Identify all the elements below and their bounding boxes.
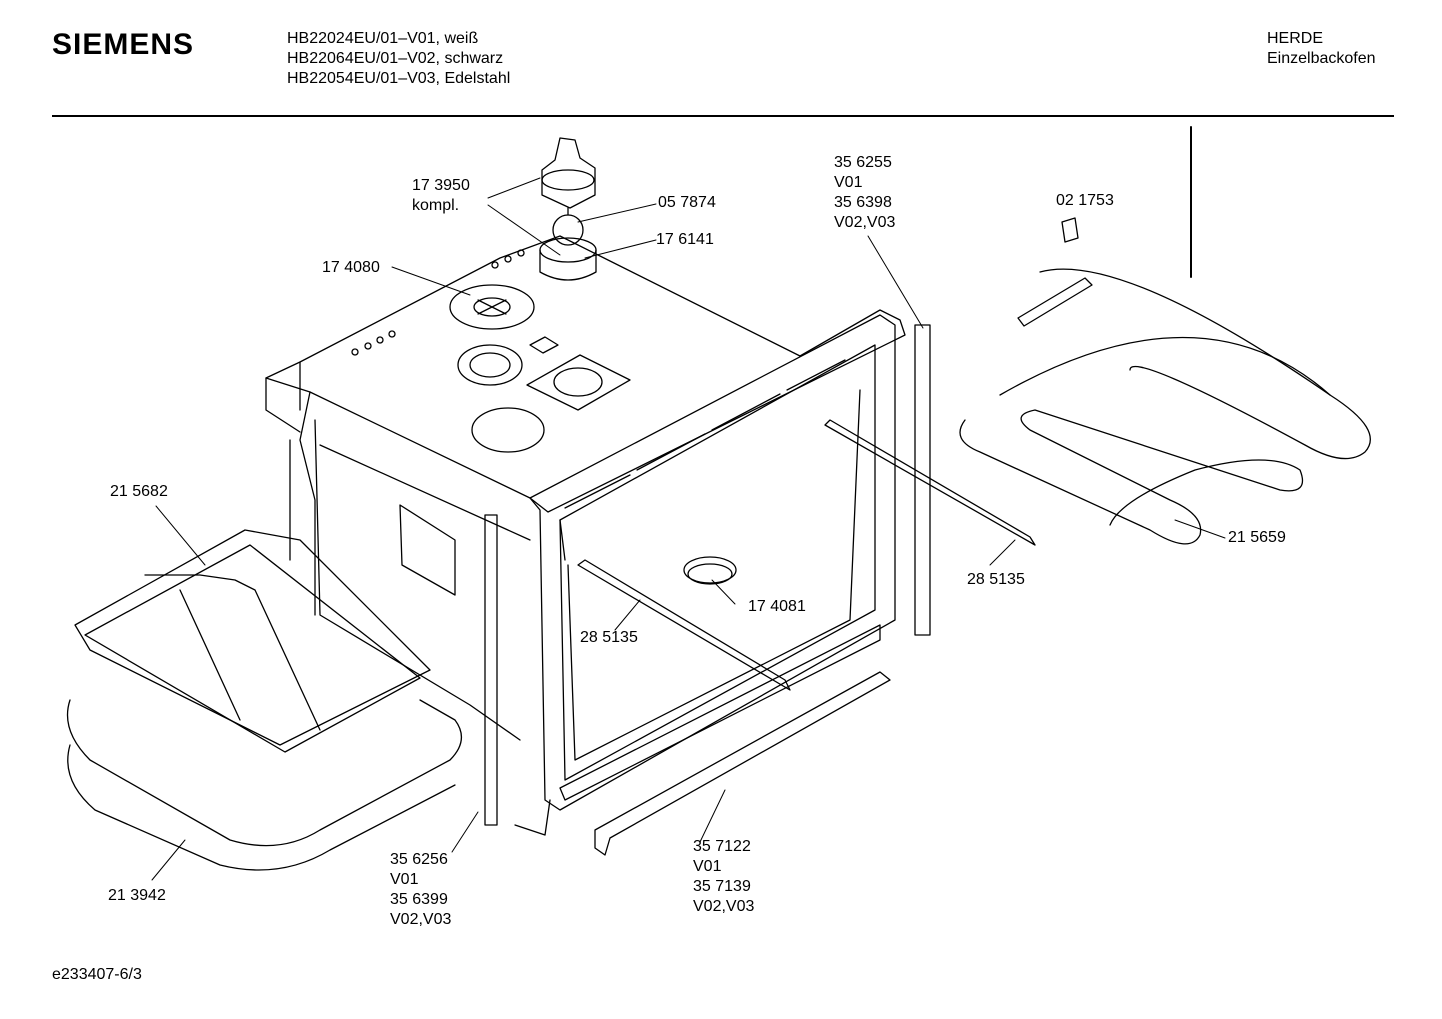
callout-part-number: 21 3942 <box>108 887 166 904</box>
callout-part-number: 28 5135 <box>580 629 638 646</box>
callout-35-7122: 35 7122 V01 35 7139 V02,V03 <box>693 837 754 917</box>
callout-part-number: 17 4081 <box>748 598 806 615</box>
callout-part-number: 21 5682 <box>110 483 168 500</box>
callout-note: kompl. <box>412 197 460 214</box>
fan-cover <box>683 556 737 585</box>
callout-variant: V01 <box>693 858 722 875</box>
thermostat-assembly <box>539 137 597 281</box>
callout-35-6256: 35 6256 V01 35 6399 V02,V03 <box>390 850 451 930</box>
model-list: HB22024EU/01–V01, weiß HB22064EU/01–V02,… <box>287 29 510 89</box>
tray-and-grid <box>66 529 462 871</box>
model-line-3: HB22054EU/01–V03, Edelstahl <box>287 70 511 87</box>
callout-part-number: 35 7139 <box>693 878 751 895</box>
callout-21-5682: 21 5682 <box>110 482 168 502</box>
callout-part-number: 17 4080 <box>322 259 380 276</box>
bottom-trim-strip <box>594 671 891 856</box>
callout-variant: V01 <box>390 871 419 888</box>
callout-17-3950: 17 3950 kompl. <box>412 176 470 216</box>
callout-17-4080: 17 4080 <box>322 258 380 278</box>
callout-21-3942: 21 3942 <box>108 886 166 906</box>
callout-28-5135-left: 28 5135 <box>580 628 638 648</box>
category-block: HERDE Einzelbackofen <box>1267 29 1376 69</box>
callout-part-number: 35 6256 <box>390 851 448 868</box>
callout-part-number: 35 7122 <box>693 838 751 855</box>
callout-variant: V01 <box>834 174 863 191</box>
callout-02-1753: 02 1753 <box>1056 191 1114 211</box>
model-line-1: HB22024EU/01–V01, weiß <box>287 30 479 47</box>
callout-leader-lines <box>151 177 1226 881</box>
callout-part-number: 02 1753 <box>1056 192 1114 209</box>
heat-shield-disc <box>449 284 535 330</box>
callout-35-6255: 35 6255 V01 35 6398 V02,V03 <box>834 153 895 233</box>
callout-part-number: 35 6399 <box>390 891 448 908</box>
model-line-2: HB22064EU/01–V02, schwarz <box>287 50 504 67</box>
category-main: HERDE <box>1267 30 1324 47</box>
drawing-id: e233407-6/3 <box>52 966 142 983</box>
callout-variant: V02,V03 <box>834 214 896 231</box>
callout-variant: V02,V03 <box>390 911 452 928</box>
callout-part-number: 17 3950 <box>412 177 470 194</box>
brand-logo: SIEMENS <box>52 28 195 61</box>
callout-28-5135-right: 28 5135 <box>967 570 1025 590</box>
callout-part-number: 21 5659 <box>1228 529 1286 546</box>
callout-05-7874: 05 7874 <box>658 193 716 213</box>
callout-part-number: 35 6398 <box>834 194 892 211</box>
callout-variant: V02,V03 <box>693 898 755 915</box>
callout-part-number: 17 6141 <box>656 231 714 248</box>
oven-cavity <box>265 235 906 836</box>
category-sub: Einzelbackofen <box>1267 50 1376 67</box>
callout-part-number: 35 6255 <box>834 154 892 171</box>
callout-part-number: 28 5135 <box>967 571 1025 588</box>
callout-part-number: 05 7874 <box>658 194 716 211</box>
callout-21-5659: 21 5659 <box>1228 528 1286 548</box>
callout-17-4081: 17 4081 <box>748 597 806 617</box>
grill-heating-element <box>959 217 1371 545</box>
header-divider <box>52 115 1394 117</box>
side-rails <box>484 324 1036 826</box>
callout-17-6141: 17 6141 <box>656 230 714 250</box>
